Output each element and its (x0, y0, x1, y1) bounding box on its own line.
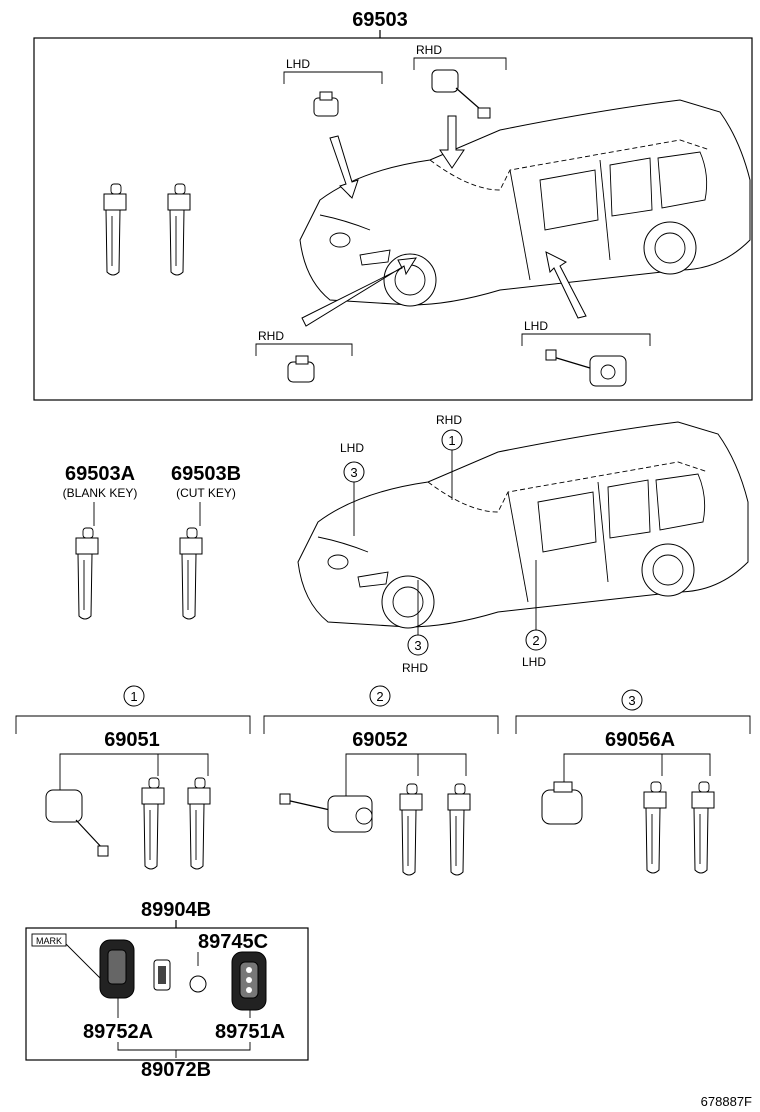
door-lock-cylinder-icon-set3 (541, 781, 583, 825)
svg-text:MARK: MARK (36, 936, 62, 946)
rhd-callout-3-label: RHD (402, 661, 428, 675)
mark-label: MARK (31, 933, 67, 947)
lhd-callout-2-label: LHD (522, 655, 546, 669)
part-number-69503b: 69503B (171, 463, 241, 485)
remote-cover-icon (231, 951, 267, 1011)
cut-key-icon (179, 527, 203, 620)
set3-key-icon-a (643, 781, 667, 874)
svg-text:3: 3 (414, 638, 421, 653)
blank-key-icon (75, 527, 99, 620)
svg-text:1: 1 (130, 689, 137, 704)
part-number-69503a: 69503A (65, 463, 135, 485)
ignition-cylinder-icon-lhd (545, 349, 627, 387)
remote-case-icon (99, 939, 135, 999)
door-lock-cylinder-icon-lhd (313, 91, 339, 117)
part-number-69503: 69503 (352, 9, 408, 31)
part-number-69052: 69052 (352, 729, 408, 751)
lhd-callout-3-label: LHD (340, 441, 364, 455)
set-callout-2 (369, 685, 391, 707)
part-number-89904b: 89904B (141, 899, 211, 921)
key-icon-a (103, 183, 127, 276)
key-icon-b (167, 183, 191, 276)
svg-text:2: 2 (376, 689, 383, 704)
fob-group-frame (25, 927, 309, 1061)
top-group-frame (33, 37, 753, 401)
set1-key-icon-a (141, 777, 165, 870)
vehicle-illustration-top (299, 99, 751, 307)
svg-text:3: 3 (350, 465, 357, 480)
svg-text:1: 1 (448, 433, 455, 448)
rhd-callout-1-label: RHD (436, 413, 462, 427)
ignition-cylinder-icon-rhd (431, 69, 491, 119)
part-number-89745c: 89745C (198, 931, 268, 953)
lhd-bottom-label: LHD (524, 319, 548, 333)
cut-key-label: (CUT KEY) (176, 486, 236, 500)
set1-key-icon-b (187, 777, 211, 870)
part-number-69051: 69051 (104, 729, 160, 751)
rhd-bottom-label: RHD (258, 329, 284, 343)
set3-key-icon-b (691, 781, 715, 874)
battery-icon (189, 975, 207, 993)
blank-key-label: (BLANK KEY) (63, 486, 138, 500)
door-lock-cylinder-icon-rhd (287, 355, 315, 383)
vehicle-illustration-callouts (297, 421, 749, 629)
svg-text:2: 2 (532, 633, 539, 648)
part-number-89072b: 89072B (141, 1059, 211, 1081)
set-callout-1 (123, 685, 145, 707)
set-callout-3 (621, 689, 643, 711)
lhd-top-label: LHD (286, 57, 310, 71)
part-number-89752a: 89752A (83, 1021, 153, 1043)
svg-text:3: 3 (628, 693, 635, 708)
ignition-cylinder-icon-set2 (279, 793, 373, 833)
part-number-89751a: 89751A (215, 1021, 285, 1043)
drawing-code: 678887F (701, 1094, 752, 1109)
ignition-cylinder-icon-set1 (45, 789, 109, 857)
set2-key-icon-b (447, 783, 471, 876)
transmitter-board-icon (153, 959, 171, 991)
part-number-69056a: 69056A (605, 729, 675, 751)
rhd-top-label: RHD (416, 43, 442, 57)
set2-key-icon-a (399, 783, 423, 876)
